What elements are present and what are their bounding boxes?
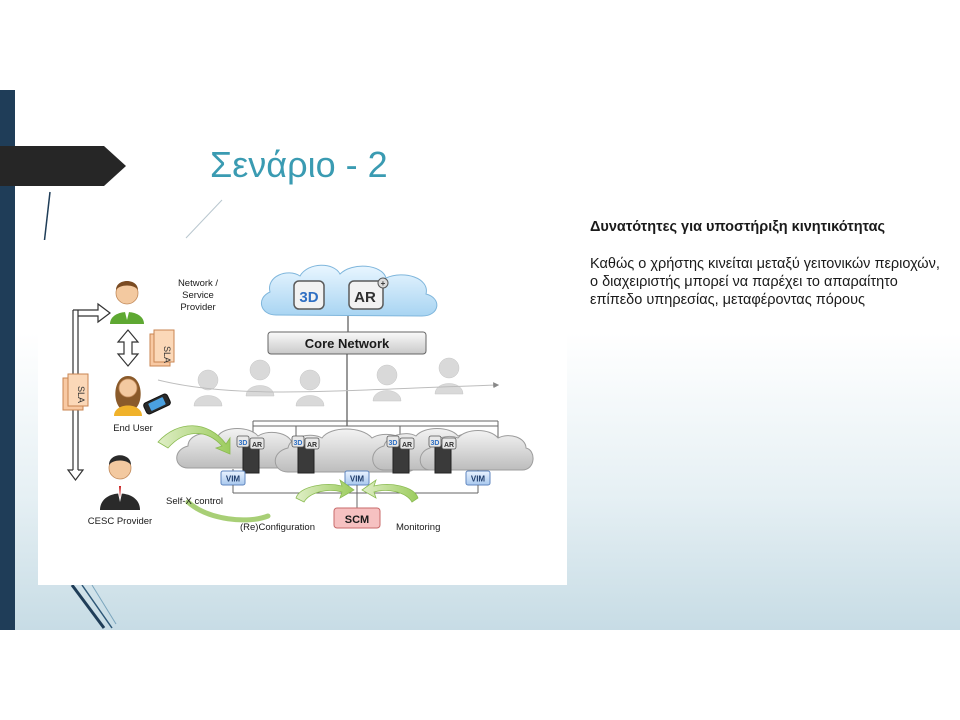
server-icon: 3D AR xyxy=(236,435,265,474)
arrow-bar-body xyxy=(0,146,104,186)
svg-text:AR: AR xyxy=(444,442,454,449)
phone-icon xyxy=(143,393,171,415)
diagram-canvas: 3D AR + Core Network xyxy=(62,264,534,533)
svg-text:VIM: VIM xyxy=(350,475,365,484)
svg-text:SLA: SLA xyxy=(76,386,86,403)
cesc-provider-person-icon xyxy=(100,455,140,510)
svg-text:3D: 3D xyxy=(431,440,440,447)
faded-user-icon xyxy=(434,357,464,395)
monitoring-arrow-icon xyxy=(361,478,419,503)
scm-links xyxy=(232,485,479,508)
faded-user-icon xyxy=(193,369,223,407)
vim-box: VIM xyxy=(465,470,491,486)
server-icon: 3D AR xyxy=(291,435,320,474)
reconfig-arrow-icon xyxy=(295,478,355,503)
self-x-arrow-icon xyxy=(157,425,231,455)
vim-box: VIM xyxy=(344,470,370,486)
badge-3d: 3D xyxy=(293,280,325,310)
panel-heading: Δυνατότητες για υποστήριξη κινητικότητας xyxy=(590,219,886,235)
sla-document-icon: SLA xyxy=(62,373,89,411)
panel-body: Καθώς ο χρήστης κινείται μεταξύ γειτονικ… xyxy=(590,256,940,308)
svg-text:SCM: SCM xyxy=(345,514,369,526)
svg-text:AR: AR xyxy=(252,442,262,449)
self-x-lower-arrow-icon xyxy=(185,499,271,523)
monitoring-label: Monitoring xyxy=(396,522,440,533)
svg-text:3D: 3D xyxy=(299,289,318,306)
scenario-diagram: 3D AR + Core Network xyxy=(38,240,567,585)
svg-text:+: + xyxy=(381,279,386,288)
moving-users xyxy=(193,357,464,407)
text-panel: Δυνατότητες για υποστήριξη κινητικότητας… xyxy=(590,217,940,309)
badge-ar: AR + xyxy=(348,277,389,310)
provider-person-icon xyxy=(110,281,144,324)
svg-text:Core Network: Core Network xyxy=(305,336,390,351)
end-user-label: End User xyxy=(113,423,153,434)
slide-title: Σενάριο - 2 xyxy=(210,144,388,185)
svg-text:AR: AR xyxy=(354,289,376,306)
faded-user-icon xyxy=(245,359,275,397)
server-icon: 3D AR xyxy=(386,435,415,474)
reconfiguration-label: (Re)Configuration xyxy=(240,522,315,533)
end-user-person-icon xyxy=(114,376,142,416)
movement-arrow-icon xyxy=(157,379,500,393)
faded-user-icon xyxy=(372,364,402,402)
cesc-provider-label: CESC Provider xyxy=(88,516,152,527)
arrow-bar-tip xyxy=(104,146,126,186)
provider-label-line2: Service xyxy=(182,290,214,301)
svg-text:3D: 3D xyxy=(294,440,303,447)
server-icon: 3D AR xyxy=(428,435,457,474)
left-edge-bar xyxy=(0,90,15,630)
svg-text:VIM: VIM xyxy=(226,475,241,484)
provider-label-line1: Network / xyxy=(178,278,218,289)
vim-box: VIM xyxy=(220,470,246,486)
double-arrow-icon xyxy=(116,329,140,367)
provider-label-line3: Provider xyxy=(180,302,215,313)
scm-box: SCM xyxy=(333,507,381,529)
faded-user-icon xyxy=(295,369,325,407)
sla-document-icon: SLA xyxy=(149,329,175,367)
svg-text:3D: 3D xyxy=(389,440,398,447)
svg-text:AR: AR xyxy=(307,442,317,449)
svg-text:AR: AR xyxy=(402,442,412,449)
svg-text:SLA: SLA xyxy=(162,346,172,363)
svg-text:VIM: VIM xyxy=(471,475,486,484)
svg-text:3D: 3D xyxy=(239,440,248,447)
core-network-box: Core Network xyxy=(267,331,427,355)
self-x-control-label: Self-X control xyxy=(166,496,223,507)
